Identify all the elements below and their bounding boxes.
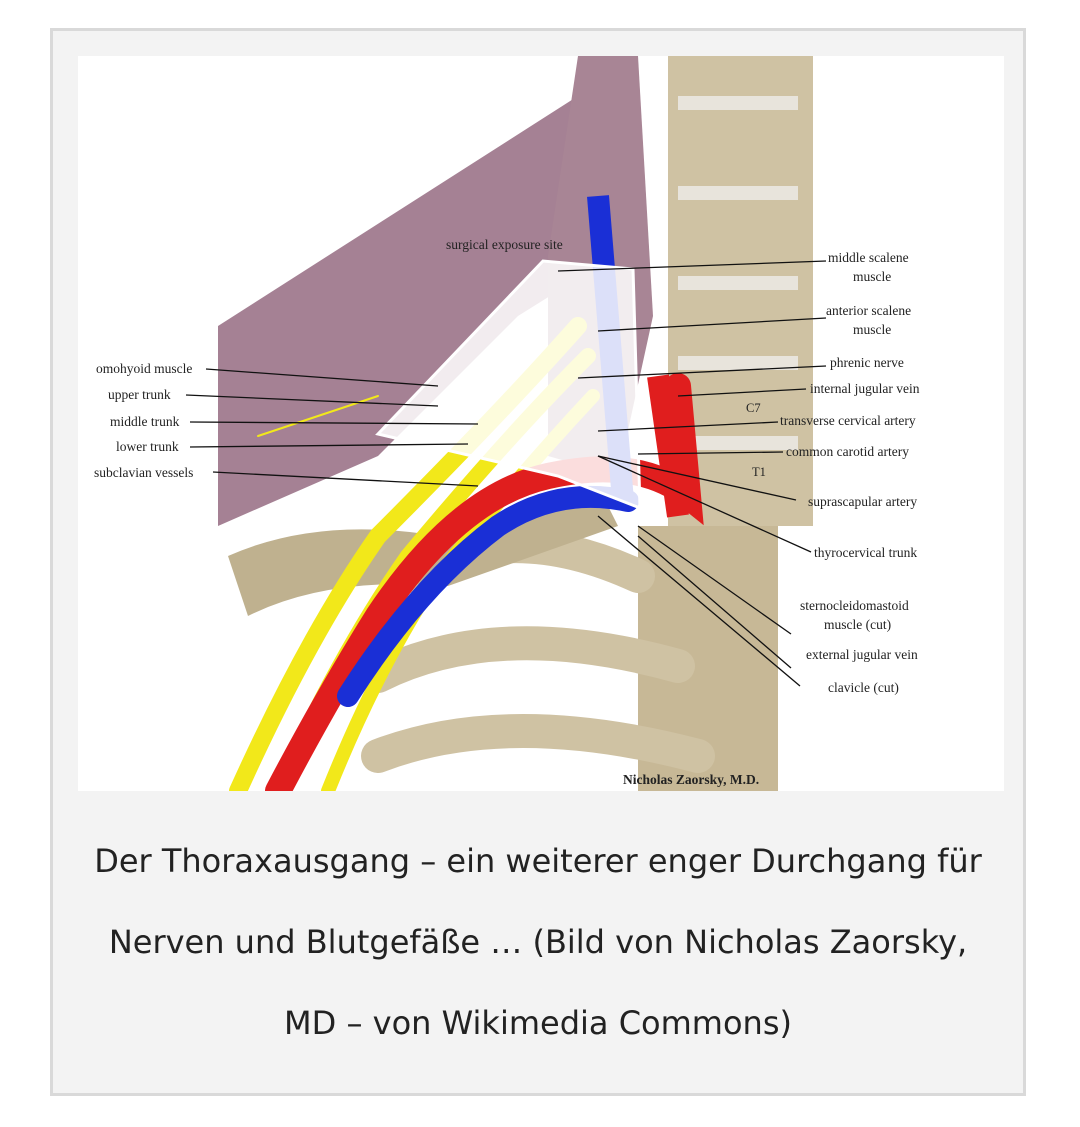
label-transverse-cervical-artery: transverse cervical artery (780, 413, 916, 428)
vertebra-label-t1: T1 (752, 465, 766, 479)
label-surgical-exposure-site: surgical exposure site (446, 237, 563, 252)
spine-vertebrae (638, 56, 813, 791)
label-sternocleidomastoid-line1: sternocleidomastoid (800, 598, 909, 613)
label-subclavian-vessels: subclavian vessels (94, 465, 193, 480)
label-clavicle-cut: clavicle (cut) (828, 680, 899, 695)
figure-container: omohyoid muscle upper trunk middle trunk… (50, 28, 1026, 1096)
anatomy-illustration: omohyoid muscle upper trunk middle trunk… (78, 56, 1004, 791)
label-thyrocervical-trunk: thyrocervical trunk (814, 545, 917, 560)
label-middle-trunk: middle trunk (110, 414, 180, 429)
common-carotid-artery (647, 374, 689, 518)
label-phrenic-nerve: phrenic nerve (830, 355, 904, 370)
label-common-carotid-artery: common carotid artery (786, 444, 909, 459)
label-anterior-scalene-muscle-line1: anterior scalene (826, 303, 911, 318)
label-omohyoid-muscle: omohyoid muscle (96, 361, 192, 376)
trapezius-muscle (218, 96, 618, 526)
illustration-credit: Nicholas Zaorsky, M.D. (623, 772, 759, 787)
subclavian-vein (337, 485, 639, 707)
figure-caption: Der Thoraxausgang – ein weiterer enger D… (94, 842, 982, 1042)
surgical-exposure-window (375, 259, 642, 511)
label-suprascapular-artery: suprascapular artery (808, 494, 917, 509)
label-anterior-scalene-muscle-line2: muscle (853, 322, 891, 337)
label-sternocleidomastoid-line2: muscle (cut) (824, 617, 891, 632)
label-external-jugular-vein: external jugular vein (806, 647, 918, 662)
label-lower-trunk: lower trunk (116, 439, 179, 454)
label-upper-trunk: upper trunk (108, 387, 171, 402)
label-middle-scalene-muscle-line2: muscle (853, 269, 891, 284)
leader-lines (185, 260, 827, 687)
vertebra-label-c7: C7 (746, 401, 761, 415)
label-internal-jugular-vein: internal jugular vein (810, 381, 920, 396)
label-middle-scalene-muscle-line1: middle scalene (828, 250, 909, 265)
